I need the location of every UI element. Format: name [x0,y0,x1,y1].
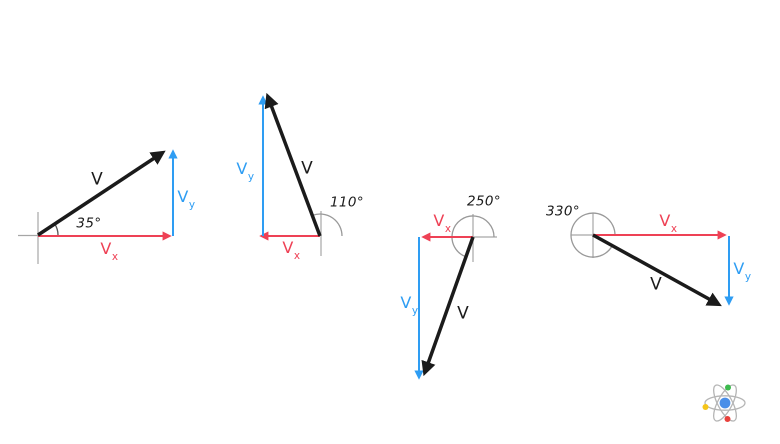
vy-label-main: V [177,187,189,206]
angle-arc [451,215,495,258]
v-label: V [301,158,313,179]
v-vector-arrow [37,150,166,237]
angle-arc [570,212,616,258]
nucleus-dot [719,397,731,409]
vx-label-sub: x [444,223,452,236]
diagram-330deg [570,212,734,307]
vy-label-sub: y [188,199,196,212]
vx-label-main: V [100,239,112,258]
vx-label: Vx [659,211,677,235]
v-vector-arrow [421,236,475,377]
vy-label-sub: y [744,271,752,284]
vx-label-sub: x [670,223,678,236]
vy-label: Vy [236,159,254,183]
angle-label: 250° [466,193,502,210]
vy-label-main: V [236,159,248,178]
vy-label-main: V [733,259,745,278]
v-vector-arrow [592,233,722,307]
vx-label-main: V [282,238,294,257]
vy-label: Vy [177,187,195,211]
vy-label-main: V [400,293,412,312]
vx-label: Vx [433,211,451,235]
diagram-250deg [414,214,497,380]
angle-label: 110° [329,194,365,211]
vx-label-main: V [659,211,671,230]
axis-guide-lines [472,214,497,262]
v-label: V [650,274,662,295]
vy-label-sub: y [247,171,255,184]
angle-label: 35° [76,215,102,232]
vx-label-sub: x [111,251,119,264]
diagram-110deg [258,92,343,256]
electron-dot-yellow [702,404,709,410]
orbit-ellipse [713,384,737,422]
vy-label: Vy [400,293,418,317]
vy-label-sub: y [411,305,419,318]
v-label: V [91,169,103,190]
angle-label: 330° [545,203,581,220]
atom-logo-icon [702,384,746,422]
orbit-ellipse [713,384,737,422]
electron-dot-red [724,416,731,422]
vy-label: Vy [733,259,751,283]
diagram-35deg [18,149,178,264]
v-vector-arrow [264,92,322,237]
angle-arc [312,213,343,237]
electron-dot-green [725,384,731,391]
vx-label: Vx [282,238,300,262]
axis-guide-lines [18,212,40,264]
vx-label: Vx [100,239,118,263]
vx-label-main: V [433,211,445,230]
vx-label-sub: x [293,250,301,263]
orbit-ellipse [704,395,746,411]
v-label: V [457,303,469,324]
